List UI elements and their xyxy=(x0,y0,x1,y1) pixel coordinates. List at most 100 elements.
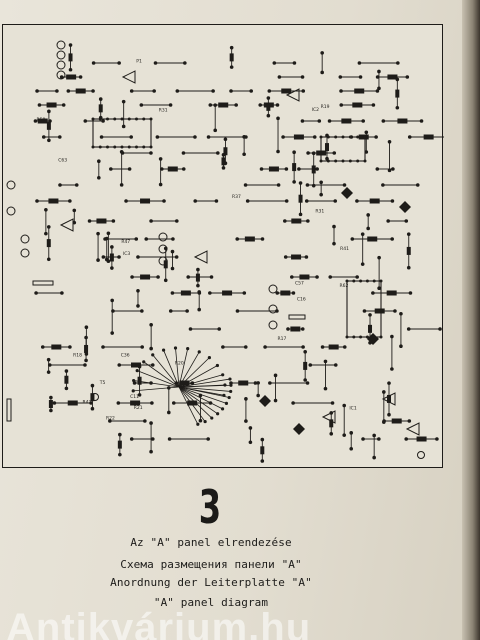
solder-pad xyxy=(156,275,160,279)
solder-pad xyxy=(216,151,220,155)
solder-pad xyxy=(275,103,280,107)
component-label: C36 xyxy=(121,353,130,359)
solder-pad xyxy=(124,199,128,203)
mounting-hole xyxy=(91,393,99,401)
solder-pad xyxy=(363,159,367,163)
edge-connector xyxy=(6,398,12,422)
solder-pad xyxy=(120,145,124,149)
solder-pad xyxy=(149,322,153,327)
solder-pad xyxy=(273,398,278,403)
solder-pad xyxy=(348,159,352,163)
mounting-hole xyxy=(417,451,425,459)
solder-pad xyxy=(139,103,144,107)
solder-pad xyxy=(57,135,62,139)
solder-pad xyxy=(323,359,328,364)
solder-pad xyxy=(377,255,381,260)
component-label: R43 xyxy=(82,399,91,405)
solder-pad xyxy=(186,275,191,279)
solder-pad xyxy=(183,61,187,65)
trace xyxy=(178,378,231,388)
component-body xyxy=(311,165,316,174)
solder-pad xyxy=(371,291,375,295)
trace xyxy=(152,354,180,388)
solder-pad xyxy=(243,183,248,187)
transistor-symbol xyxy=(381,392,396,406)
resistor-body xyxy=(179,380,190,386)
solder-pad xyxy=(215,363,219,368)
solder-pad xyxy=(349,446,354,451)
solder-pad xyxy=(196,422,200,426)
solder-pad xyxy=(326,135,330,139)
solder-pad xyxy=(304,255,309,259)
solder-pad xyxy=(121,99,126,104)
solder-pad xyxy=(387,139,392,144)
solder-pad xyxy=(387,412,391,417)
solder-pad xyxy=(98,145,102,149)
component-body xyxy=(221,157,226,166)
solder-pad xyxy=(118,452,122,457)
solder-pad xyxy=(266,96,271,100)
solder-pad xyxy=(106,117,109,121)
component-label: R17 xyxy=(278,336,287,342)
solder-pad xyxy=(155,135,160,139)
solder-pad xyxy=(196,267,200,272)
solder-pad xyxy=(207,356,211,360)
solder-pad xyxy=(332,241,336,246)
component-label: IC3 xyxy=(123,251,130,257)
solder-pad xyxy=(174,219,179,223)
solder-pad xyxy=(129,135,133,139)
page-edge-shadow xyxy=(462,0,480,640)
solder-pad xyxy=(46,257,51,262)
solder-pad xyxy=(227,395,231,400)
solder-pad xyxy=(301,89,306,93)
solder-pad xyxy=(229,89,233,93)
solder-pad xyxy=(110,331,114,335)
solder-pad xyxy=(142,360,146,364)
solder-pad xyxy=(97,175,101,180)
solder-pad xyxy=(140,309,144,313)
solder-pad xyxy=(197,350,201,354)
solder-pad xyxy=(308,363,313,367)
resistor-body xyxy=(354,88,365,94)
solder-pad xyxy=(152,89,156,93)
solder-pad xyxy=(372,455,376,460)
solder-pad xyxy=(342,183,347,187)
solder-pad xyxy=(328,275,333,279)
solder-pad xyxy=(186,347,190,351)
solder-pad xyxy=(275,291,280,295)
solder-pad xyxy=(405,75,410,79)
solder-pad xyxy=(306,219,310,223)
solder-pad xyxy=(234,103,238,107)
connector-pad xyxy=(20,234,30,244)
resistor-body xyxy=(96,218,107,224)
solder-pad xyxy=(101,255,106,259)
ic-outline xyxy=(346,280,382,338)
solder-pad xyxy=(272,61,277,65)
trace xyxy=(178,386,199,425)
solder-pad xyxy=(35,89,39,93)
trace xyxy=(178,357,210,388)
component-body xyxy=(266,102,271,111)
solder-pad xyxy=(49,408,53,413)
solder-pad xyxy=(111,309,115,313)
solder-pad xyxy=(229,65,234,69)
connector-pad xyxy=(158,256,168,266)
solder-pad xyxy=(197,290,201,294)
solder-pad xyxy=(110,245,114,249)
component-body xyxy=(329,419,334,428)
solder-pad xyxy=(221,166,226,170)
solder-pad xyxy=(68,43,73,47)
solder-pad xyxy=(90,383,95,388)
solder-pad xyxy=(47,109,51,114)
solder-pad xyxy=(99,135,104,139)
solder-pad xyxy=(345,279,349,283)
resistor-body xyxy=(291,254,302,260)
trace xyxy=(178,384,231,388)
component-body xyxy=(84,344,89,353)
solder-pad xyxy=(303,378,307,382)
solder-pad xyxy=(242,135,246,139)
solder-pad xyxy=(144,237,149,241)
solder-pad xyxy=(74,183,79,187)
solder-pad xyxy=(113,117,117,121)
solder-pad xyxy=(117,61,121,65)
